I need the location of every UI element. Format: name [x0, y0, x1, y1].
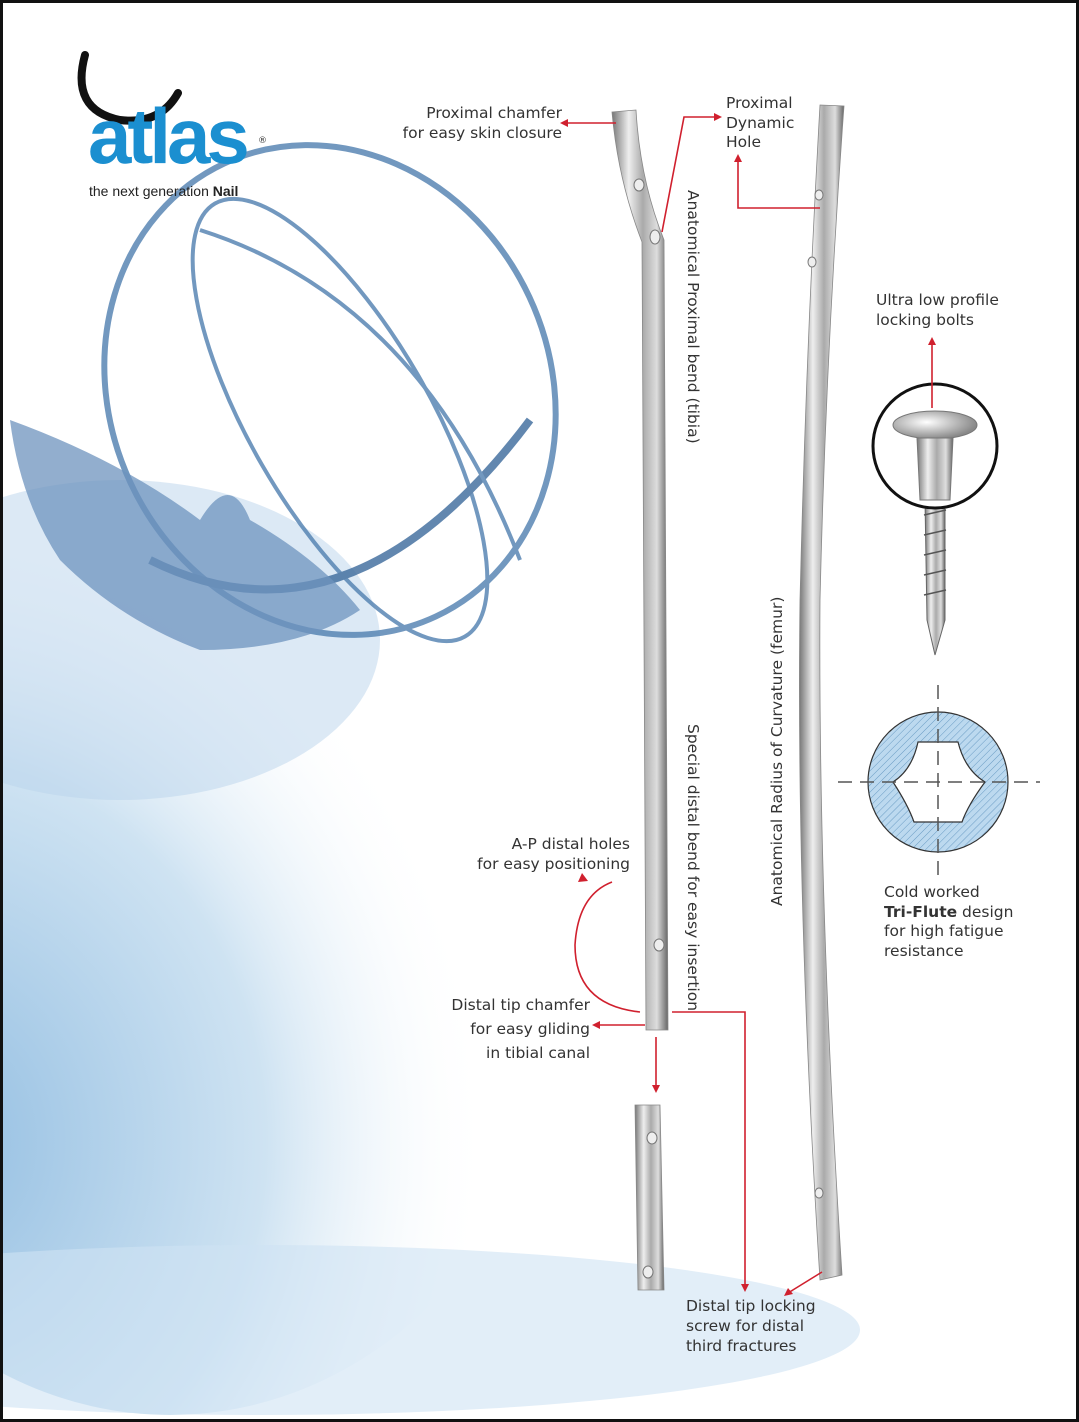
logo-wordmark: atlas: [88, 92, 250, 180]
tibial-nail-distal-detail: [634, 1104, 665, 1291]
tri-flute-label: Cold worked Tri-Flute design for high fa…: [884, 883, 1014, 960]
logo-arc: [77, 51, 182, 125]
locking-bolt-illustration: [871, 382, 999, 656]
tibial-nail: [611, 109, 669, 1031]
tri-flute-cross-section: [838, 685, 1040, 880]
registered-mark: ®: [258, 136, 267, 146]
callout-lines: [566, 116, 933, 1294]
logo-tagline: the next generation Nail: [89, 183, 239, 199]
distal-bend-label: Special distal bend for easy insertion: [684, 724, 702, 1012]
proximal-bend-label: Anatomical Proximal bend (tibia): [684, 190, 702, 444]
radius-curvature-label: Anatomical Radius of Curvature (femur): [768, 596, 786, 906]
callout-arrowheads: [560, 113, 936, 1296]
femoral-nail: [799, 104, 845, 1281]
atlas-figure: [10, 420, 360, 650]
